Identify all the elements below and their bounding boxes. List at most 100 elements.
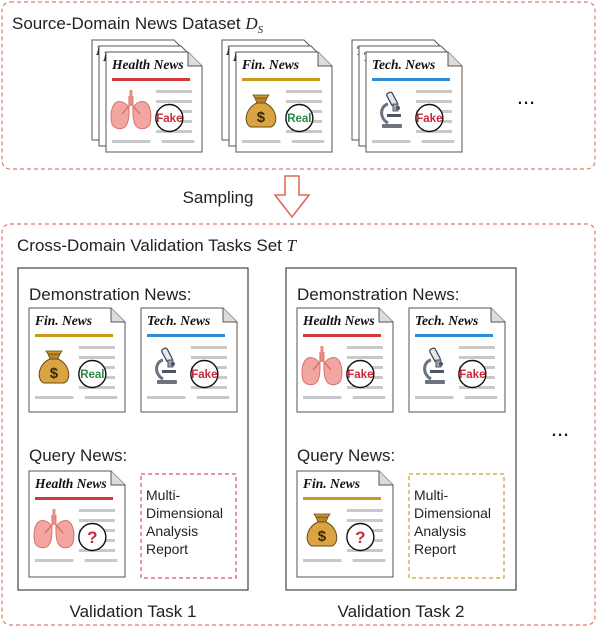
- query-heading: Query News:: [297, 446, 395, 465]
- text-line: [155, 100, 192, 103]
- document-fold: [110, 308, 125, 323]
- document-fold: [187, 52, 202, 67]
- news-color-bar: [242, 78, 320, 81]
- news-color-bar: [112, 78, 190, 81]
- source-ellipsis: ...: [517, 84, 535, 109]
- validation-task-2: Demonstration News:Health NewsFakeTech. …: [285, 267, 517, 621]
- text-line: [155, 90, 192, 93]
- text-line: [346, 386, 383, 389]
- dataset-subscript: S: [258, 24, 264, 36]
- report-text-line: Multi-: [146, 487, 181, 503]
- task-caption: Validation Task 1: [70, 602, 197, 621]
- news-label: Fin. News: [241, 57, 299, 72]
- tasks-panel-title: Cross-Domain Validation Tasks Set T: [17, 236, 298, 255]
- news-label: Health News: [302, 313, 375, 328]
- text-line: [421, 140, 455, 143]
- verdict-stamp: [190, 359, 219, 389]
- text-line: [84, 559, 118, 562]
- report-text-line: Dimensional: [414, 505, 491, 521]
- text-line: [285, 90, 322, 93]
- news-color-bar: [372, 78, 450, 81]
- text-line: [303, 396, 342, 399]
- document-fold: [222, 308, 237, 323]
- text-line: [346, 346, 383, 349]
- text-line: [78, 356, 115, 359]
- text-line: [78, 346, 115, 349]
- dataset-symbol: D: [244, 14, 258, 33]
- query-news: Fin. News?: [296, 470, 394, 578]
- analysis-report-box: [140, 473, 237, 579]
- tasks-symbol: T: [287, 236, 298, 255]
- text-line: [346, 549, 383, 552]
- tasks-panel-border: [1, 223, 596, 626]
- text-line: [78, 386, 115, 389]
- demonstration-heading: Demonstration News:: [29, 285, 192, 304]
- text-line: [415, 130, 452, 133]
- news-color-bar: [35, 334, 113, 337]
- news-color-bar: [415, 334, 493, 337]
- analysis-report-box: [408, 473, 505, 579]
- verdict-label: Fake: [156, 113, 182, 125]
- source-panel-border: [1, 1, 596, 170]
- news-label: Tech. News: [372, 57, 435, 72]
- task-caption: Validation Task 2: [338, 602, 465, 621]
- verdict-stamp: [285, 103, 314, 133]
- news-color-bar: [303, 497, 381, 500]
- verdict-label: ?: [355, 528, 365, 547]
- source-panel-title: Source-Domain News Dataset DS: [12, 14, 264, 36]
- report-text-line: Multi-: [414, 487, 449, 503]
- text-line: [161, 140, 195, 143]
- text-line: [352, 559, 386, 562]
- news-label: Health News: [111, 57, 184, 72]
- report-text-line: Analysis: [414, 523, 466, 539]
- text-line: [346, 356, 383, 359]
- news-label: Health News: [34, 476, 107, 491]
- text-line: [458, 346, 495, 349]
- text-line: [415, 396, 454, 399]
- report-text-line: Report: [146, 541, 188, 557]
- report-text-line: Analysis: [146, 523, 198, 539]
- news-color-bar: [303, 334, 381, 337]
- verdict-stamp: [78, 522, 107, 552]
- text-line: [458, 386, 495, 389]
- title-text: Cross-Domain Validation Tasks Set: [17, 236, 287, 255]
- text-line: [458, 356, 495, 359]
- text-line: [35, 396, 74, 399]
- verdict-label: Fake: [347, 369, 373, 381]
- tasks-ellipsis: ...: [551, 416, 569, 441]
- news-label: Tech. News: [415, 313, 478, 328]
- query-news: Health News?: [28, 470, 126, 578]
- verdict-label: Fake: [416, 113, 442, 125]
- text-line: [242, 140, 281, 143]
- text-line: [285, 100, 322, 103]
- document-fold: [378, 308, 393, 323]
- text-line: [78, 509, 115, 512]
- text-line: [84, 396, 118, 399]
- text-line: [147, 396, 186, 399]
- text-line: [303, 559, 342, 562]
- news-label: Tech. News: [147, 313, 210, 328]
- text-line: [155, 130, 192, 133]
- text-line: [78, 549, 115, 552]
- text-line: [291, 140, 325, 143]
- verdict-stamp: [78, 359, 107, 389]
- verdict-stamp: [415, 103, 444, 133]
- text-line: [415, 90, 452, 93]
- text-line: [196, 396, 230, 399]
- news-label: Fin. News: [302, 476, 360, 491]
- news-color-bar: [147, 334, 225, 337]
- verdict-stamp: [458, 359, 487, 389]
- document-fold: [378, 471, 393, 486]
- text-line: [346, 519, 383, 522]
- text-line: [415, 100, 452, 103]
- text-line: [352, 396, 386, 399]
- title-text: Source-Domain News Dataset: [12, 14, 245, 33]
- sampling-arrow: [273, 175, 311, 219]
